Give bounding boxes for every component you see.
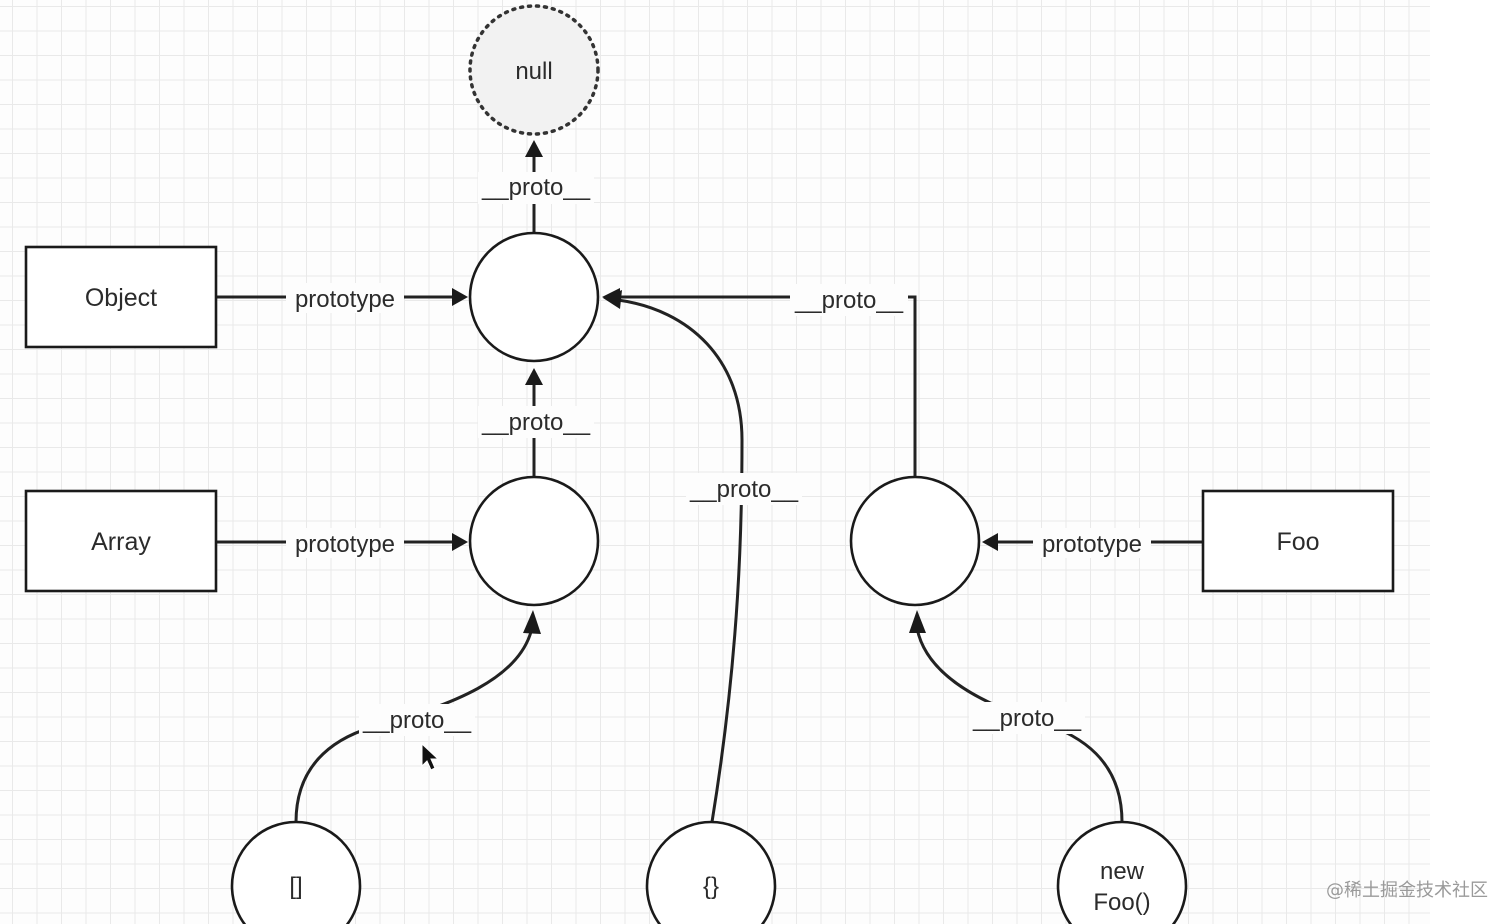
edge-arrproto-to-objproto: __proto__ <box>478 368 594 476</box>
arrow-icon <box>452 288 468 306</box>
node-label: [] <box>289 873 302 900</box>
edge-label: __proto__ <box>481 409 591 436</box>
edge-label: prototype <box>295 286 395 313</box>
edge-label: prototype <box>295 531 395 558</box>
foo-constructor-box: Foo <box>1201 489 1395 593</box>
box-label: Object <box>85 284 157 312</box>
edge-objproto-to-null: __proto__ <box>478 140 594 232</box>
edge-label: __proto__ <box>794 287 904 314</box>
arrow-icon <box>525 368 543 385</box>
array-constructor-box: Array <box>24 489 218 593</box>
node-label: {} <box>703 873 719 900</box>
box-label: Foo <box>1276 528 1319 556</box>
watermark: @稀土掘金技术社区 <box>1326 880 1488 901</box>
object-prototype-node <box>468 231 600 363</box>
page-margin <box>1430 0 1512 924</box>
node-label: new <box>1100 858 1145 885</box>
edge-fooinst-to-fooproto: __proto__ <box>909 610 1124 823</box>
foo-prototype-node <box>849 475 981 607</box>
box-label: Array <box>91 528 151 556</box>
array-prototype-node <box>468 475 600 607</box>
object-literal-node: {} <box>645 820 777 924</box>
edge-object-prototype: prototype <box>216 283 468 313</box>
edge-label: __proto__ <box>481 174 591 201</box>
arrow-icon <box>603 290 622 309</box>
node-label: Foo() <box>1093 889 1150 916</box>
null-node: null <box>468 4 600 136</box>
foo-instance-node: new Foo() <box>1056 820 1188 924</box>
edge-objlit-to-objproto: __proto__ <box>603 290 802 823</box>
arrow-icon <box>523 610 541 634</box>
arrow-icon <box>525 140 543 157</box>
edge-arrlit-to-arrproto: __proto__ <box>294 610 541 823</box>
object-constructor-box: Object <box>24 245 218 349</box>
arrow-icon <box>982 533 998 551</box>
edge-array-prototype: prototype <box>216 528 468 558</box>
edge-fooproto-to-objproto: __proto__ <box>602 284 917 476</box>
edge-label: __proto__ <box>972 705 1082 732</box>
mouse-cursor-icon <box>421 742 440 771</box>
node-label: null <box>515 58 552 85</box>
edge-label: prototype <box>1042 531 1142 558</box>
arrow-icon <box>909 610 926 633</box>
edge-label: __proto__ <box>362 707 472 734</box>
array-literal-node: [] <box>230 820 362 924</box>
edge-label: __proto__ <box>689 476 799 503</box>
arrow-icon <box>452 533 468 551</box>
edge-foo-prototype: prototype <box>982 528 1203 558</box>
